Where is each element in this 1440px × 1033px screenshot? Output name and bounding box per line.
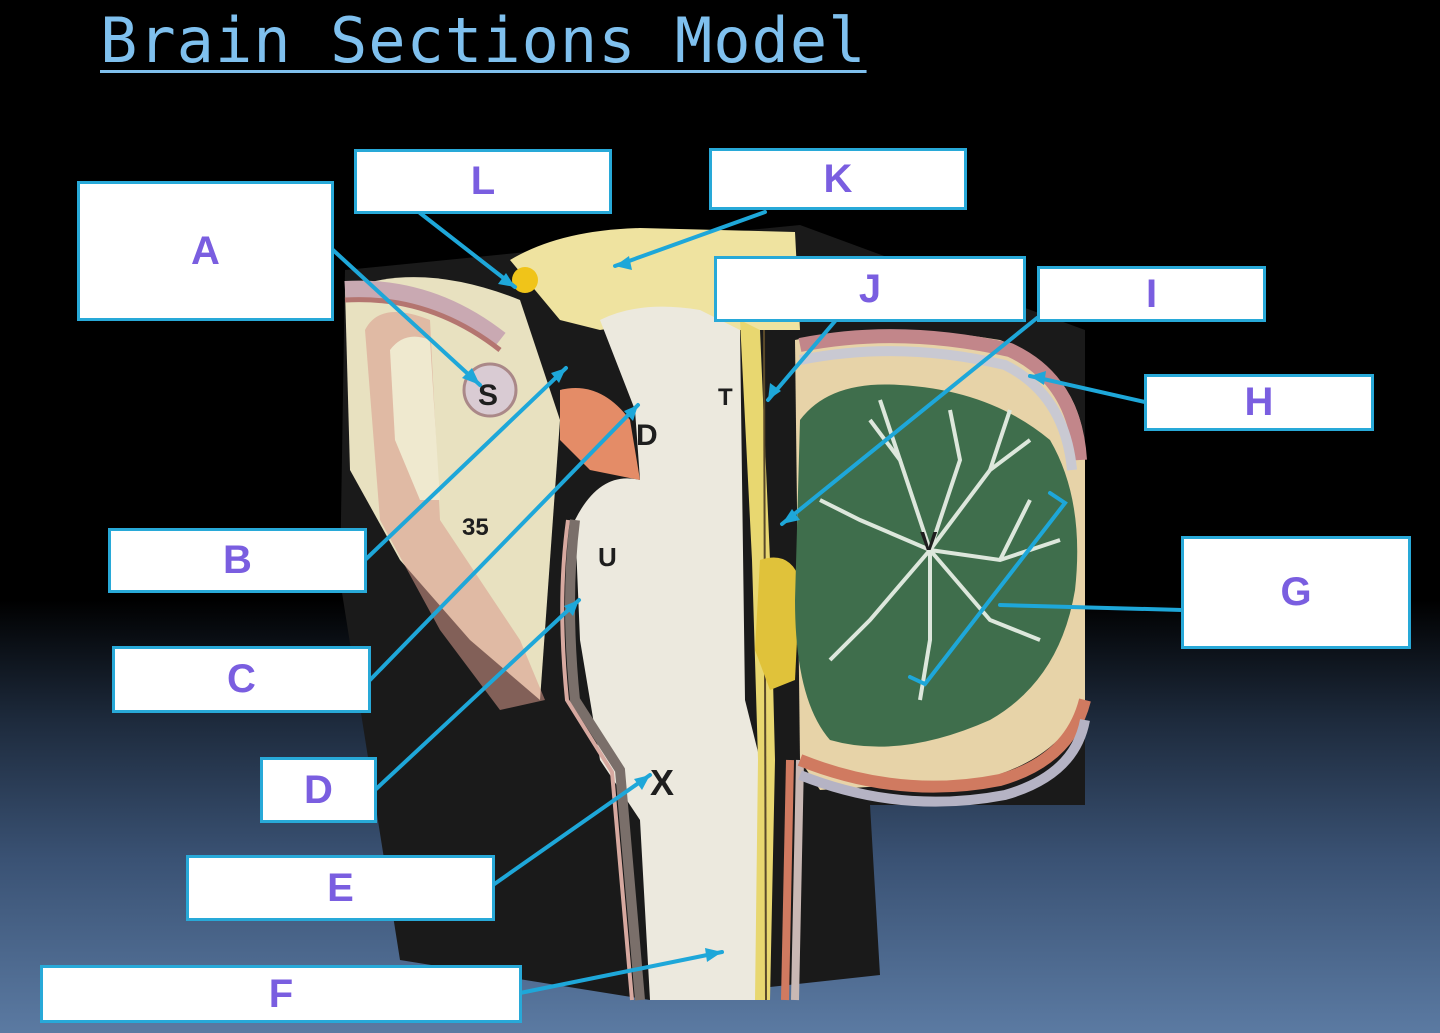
meninges-top-left (344, 280, 506, 348)
pointer-arrowheads (462, 256, 1046, 962)
label-box-a[interactable]: A (77, 181, 334, 321)
pointer-i (780, 316, 1039, 526)
pointer-h (1028, 374, 1147, 404)
model-mark-x: X (650, 762, 674, 803)
pointer-g-bracket (908, 491, 1068, 687)
pointer-e (491, 773, 652, 887)
pointer-j (766, 318, 838, 402)
label-box-k[interactable]: K (709, 148, 967, 210)
brainstem (575, 306, 760, 1001)
page-title: Brain Sections Model (100, 4, 867, 77)
label-box-d[interactable]: D (260, 757, 377, 823)
orange-tissue (560, 388, 640, 480)
pointer-a (331, 248, 482, 387)
model-mark-s: S (478, 379, 498, 412)
pointer-c (368, 403, 640, 682)
cerebellum (795, 384, 1078, 747)
pointer-b (363, 366, 568, 562)
label-box-b[interactable]: B (108, 528, 367, 593)
model-mark-u: U (598, 542, 617, 572)
label-box-e[interactable]: E (186, 855, 495, 921)
label-box-c[interactable]: C (112, 646, 371, 713)
yellow-cluster (755, 557, 800, 690)
label-box-i[interactable]: I (1037, 266, 1266, 322)
pointer-lines (331, 210, 1184, 995)
pointer-l (418, 211, 517, 289)
pointer-k (613, 210, 767, 268)
label-box-f[interactable]: F (40, 965, 522, 1023)
pointer-d (373, 598, 581, 792)
model-mark-d: D (636, 419, 658, 452)
label-box-g[interactable]: G (1181, 536, 1411, 649)
label-box-l[interactable]: L (354, 149, 612, 214)
stem-outline-left (565, 519, 645, 1001)
meninges-top-right (798, 329, 1087, 461)
yellow-nodule (512, 267, 538, 293)
model-mark-v: V (920, 526, 938, 556)
model-mark-t: T (718, 384, 733, 411)
pointer-f (518, 950, 724, 995)
arbor-vitae (819, 399, 1061, 701)
pointer-g (998, 603, 1184, 612)
label-box-h[interactable]: H (1144, 374, 1374, 431)
sinus-left (390, 336, 440, 500)
pituitary-circle (462, 362, 518, 418)
model-mark-35: 35 (462, 514, 489, 541)
label-box-j[interactable]: J (714, 256, 1026, 322)
